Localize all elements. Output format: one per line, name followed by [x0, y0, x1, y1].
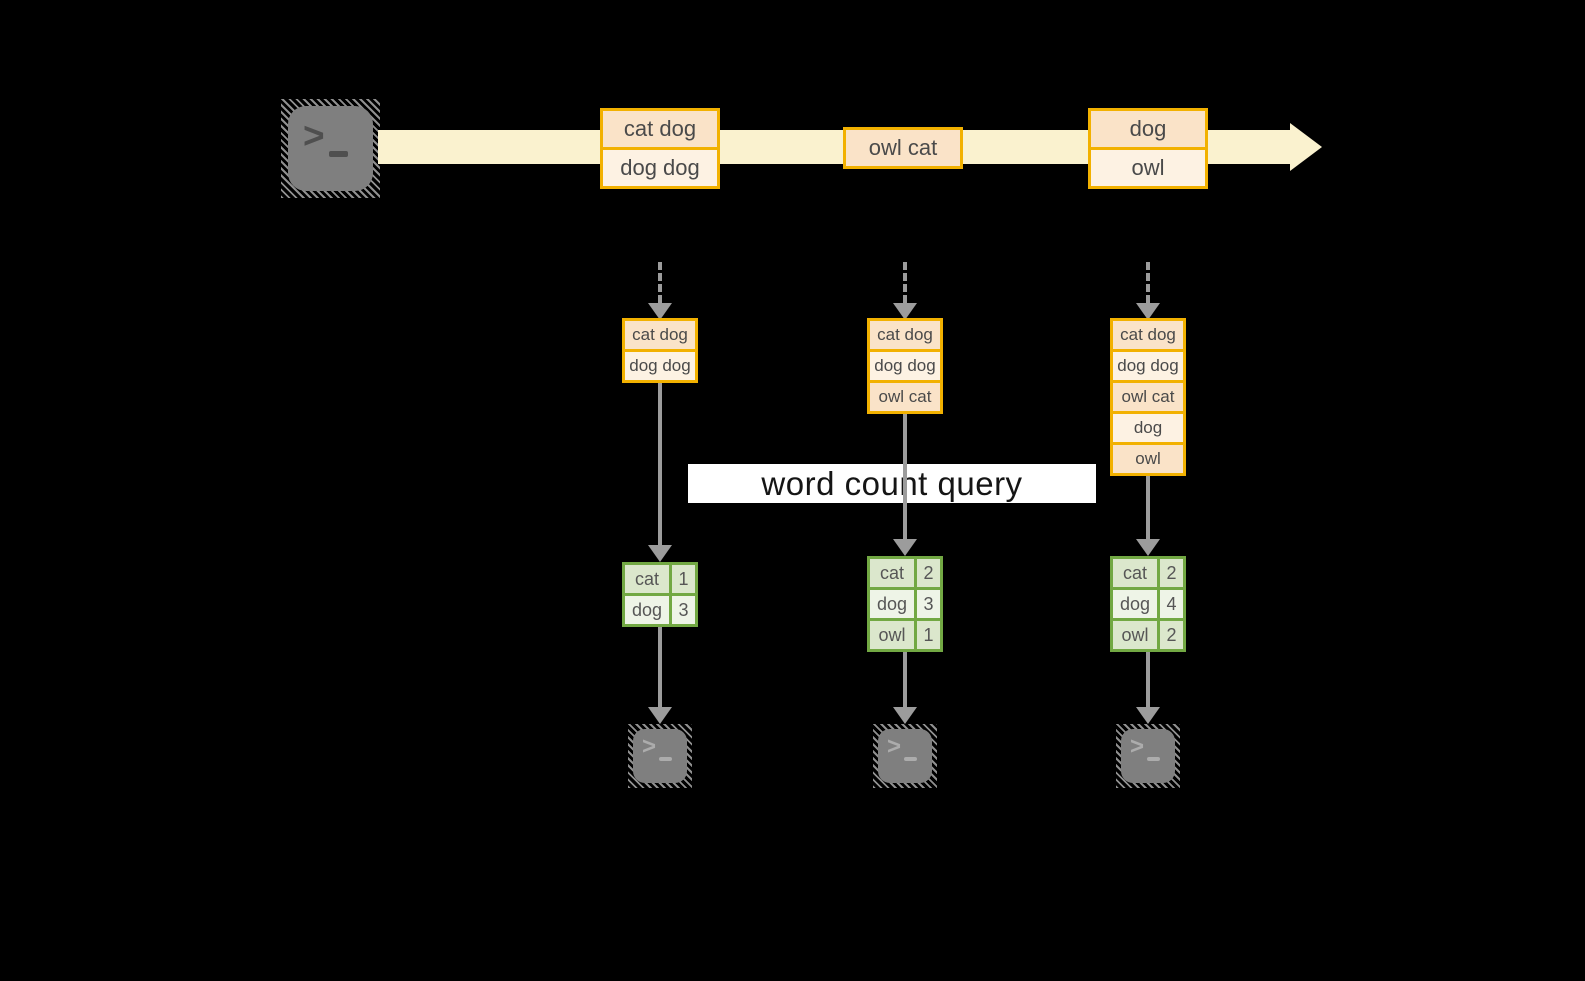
prompt-cursor-icon: [904, 757, 917, 761]
result-count: 4: [1160, 590, 1183, 618]
terminal-body: >: [878, 729, 932, 783]
terminal-sink-icon: >: [628, 724, 692, 788]
terminal-source-icon: >: [281, 99, 380, 198]
query-label-band: word count query: [688, 464, 1096, 503]
result-word: cat: [625, 565, 669, 593]
trigger-arrow-icon: [893, 262, 917, 320]
input-stream-arrowhead-icon: [1290, 123, 1322, 171]
input-table-3: cat dog dog dog owl cat dog owl: [1110, 318, 1186, 476]
result-word: cat: [870, 559, 914, 587]
input-record: dog: [1113, 414, 1183, 442]
arrow-shaft: [658, 262, 662, 303]
arrow-shaft: [658, 383, 662, 545]
arrow-shaft: [903, 414, 907, 539]
result-word: cat: [1113, 559, 1157, 587]
input-record: dog dog: [1113, 352, 1183, 380]
arrow-head-icon: [1136, 539, 1160, 556]
result-table-2: cat 2 dog 3 owl 1: [867, 556, 943, 652]
input-record: owl: [1113, 445, 1183, 473]
stream-record: dog: [1091, 111, 1205, 147]
terminal-sink-icon: >: [873, 724, 937, 788]
input-record: owl cat: [1113, 383, 1183, 411]
input-record: dog dog: [870, 352, 940, 380]
output-arrow-icon: [648, 627, 672, 724]
arrow-head-icon: [648, 545, 672, 562]
result-word: dog: [870, 590, 914, 618]
trigger-arrow-icon: [1136, 262, 1160, 320]
stream-batch-1: cat dog dog dog: [600, 108, 720, 189]
arrow-head-icon: [893, 303, 917, 320]
terminal-body: >: [633, 729, 687, 783]
result-count: 1: [917, 621, 940, 649]
arrow-head-icon: [1136, 707, 1160, 724]
arrow-shaft: [1146, 476, 1150, 539]
result-count: 1: [672, 565, 695, 593]
terminal-body: >: [288, 106, 373, 191]
result-word: dog: [625, 596, 669, 624]
arrow-shaft: [1146, 262, 1150, 303]
query-arrow-icon: [648, 383, 672, 562]
result-word: owl: [870, 621, 914, 649]
result-count: 2: [917, 559, 940, 587]
query-arrow-icon: [1136, 476, 1160, 556]
terminal-body: >: [1121, 729, 1175, 783]
arrow-shaft: [1146, 652, 1150, 707]
result-count: 3: [672, 596, 695, 624]
result-table-3: cat 2 dog 4 owl 2: [1110, 556, 1186, 652]
result-count: 2: [1160, 621, 1183, 649]
arrow-head-icon: [893, 707, 917, 724]
result-count: 3: [917, 590, 940, 618]
prompt-chevron-icon: >: [303, 115, 325, 156]
query-label: word count query: [761, 464, 1023, 502]
prompt-cursor-icon: [659, 757, 672, 761]
input-record: cat dog: [870, 321, 940, 349]
input-table-1: cat dog dog dog: [622, 318, 698, 383]
arrow-head-icon: [648, 303, 672, 320]
stream-record: owl cat: [846, 130, 960, 166]
prompt-chevron-icon: >: [887, 733, 902, 760]
prompt-chevron-icon: >: [1130, 733, 1145, 760]
stream-record: cat dog: [603, 111, 717, 147]
result-word: dog: [1113, 590, 1157, 618]
prompt-cursor-icon: [1147, 757, 1160, 761]
input-record: owl cat: [870, 383, 940, 411]
arrow-head-icon: [893, 539, 917, 556]
result-word: owl: [1113, 621, 1157, 649]
result-count: 2: [1160, 559, 1183, 587]
trigger-arrow-icon: [648, 262, 672, 320]
input-record: dog dog: [625, 352, 695, 380]
query-arrow-icon: [893, 414, 917, 556]
input-record: cat dog: [625, 321, 695, 349]
arrow-head-icon: [1136, 303, 1160, 320]
arrow-shaft: [658, 627, 662, 707]
stream-record: dog dog: [603, 150, 717, 186]
terminal-sink-icon: >: [1116, 724, 1180, 788]
result-table-1: cat 1 dog 3: [622, 562, 698, 627]
input-record: cat dog: [1113, 321, 1183, 349]
stream-batch-2: owl cat: [843, 127, 963, 169]
stream-record: owl: [1091, 150, 1205, 186]
input-table-2: cat dog dog dog owl cat: [867, 318, 943, 414]
output-arrow-icon: [893, 652, 917, 724]
prompt-chevron-icon: >: [642, 733, 657, 760]
arrow-shaft: [903, 652, 907, 707]
output-arrow-icon: [1136, 652, 1160, 724]
arrow-head-icon: [648, 707, 672, 724]
prompt-cursor-icon: [329, 151, 348, 157]
stream-batch-3: dog owl: [1088, 108, 1208, 189]
arrow-shaft: [903, 262, 907, 303]
